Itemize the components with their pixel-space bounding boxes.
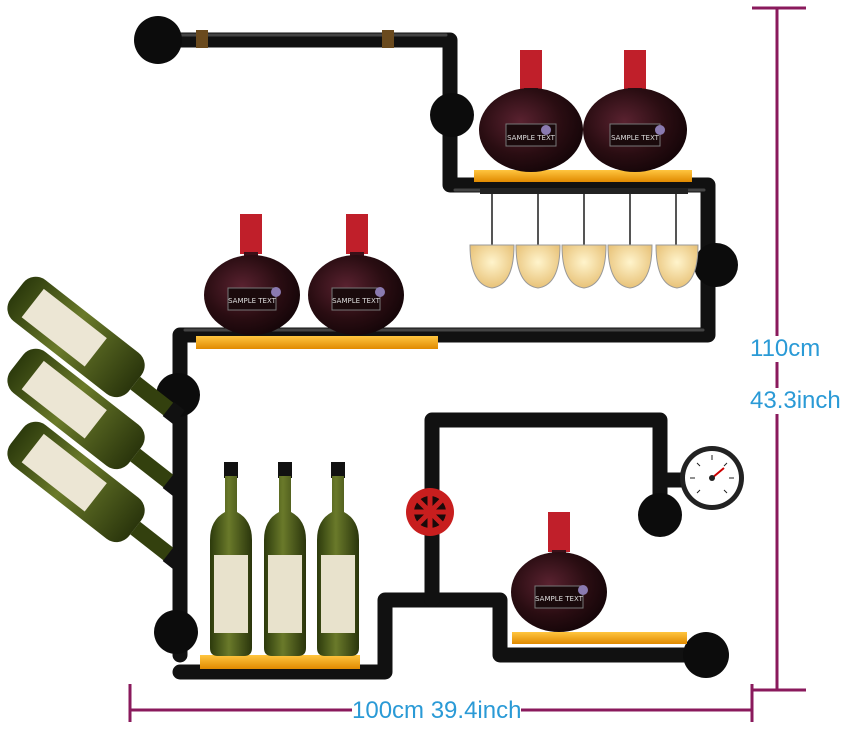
hanging-glass — [607, 194, 653, 289]
bottle-label: SAMPLE TEXT — [332, 297, 381, 305]
green-bottle — [317, 462, 359, 656]
round-bottle: SAMPLE TEXT — [204, 214, 300, 335]
shelf-top-right — [474, 170, 692, 182]
green-bottle — [264, 462, 306, 656]
shelf-bottom-left — [200, 655, 360, 669]
bottle-label: SAMPLE TEXT — [228, 297, 277, 305]
bottle-label: SAMPLE TEXT — [611, 134, 660, 142]
bottle-label: SAMPLE TEXT — [535, 595, 584, 603]
round-bottle: SAMPLE TEXT — [308, 214, 404, 335]
round-bottle: SAMPLE TEXT — [479, 50, 583, 172]
valve-wheel — [406, 488, 454, 536]
tilted-bottle — [7, 421, 185, 570]
green-bottle — [210, 462, 252, 656]
height-inch-label: 43.3inch — [750, 387, 841, 414]
hanging-glass — [515, 194, 561, 289]
hanging-glass — [655, 194, 699, 289]
round-bottle: SAMPLE TEXT — [511, 512, 607, 632]
width-label: 100cm 39.4inch — [352, 697, 522, 724]
pipe-end-caps — [134, 16, 738, 678]
bottle-label: SAMPLE TEXT — [507, 134, 556, 142]
tilted-bottle — [7, 348, 185, 497]
hanging-glass — [469, 194, 515, 289]
pipe-coupling — [382, 30, 394, 48]
glass-rail — [480, 188, 688, 194]
round-bottle: SAMPLE TEXT — [583, 50, 687, 172]
shelf-bottom-right — [512, 632, 687, 644]
height-cm-label: 110cm — [750, 335, 821, 362]
hanging-glass — [561, 194, 607, 289]
pressure-gauge — [680, 446, 744, 510]
tilted-bottle — [7, 276, 185, 425]
pipe-coupling — [196, 30, 208, 48]
shelf-middle-left — [196, 336, 438, 349]
